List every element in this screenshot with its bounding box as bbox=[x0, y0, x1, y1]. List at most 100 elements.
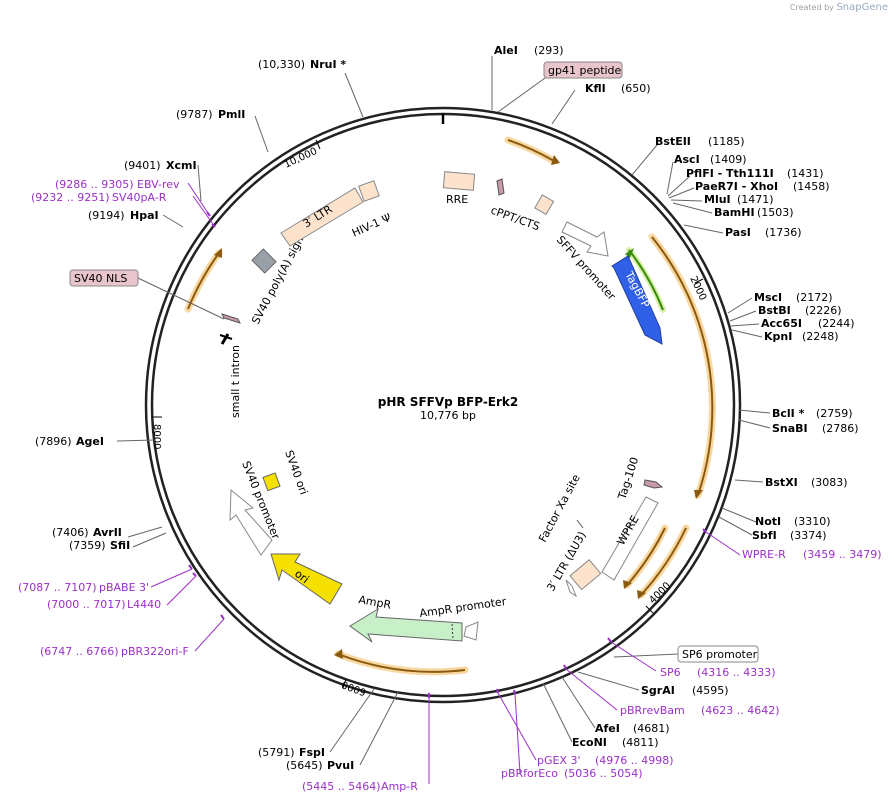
svg-text:(7896): (7896) bbox=[35, 435, 72, 448]
svg-text:MscI: MscI bbox=[754, 291, 782, 304]
svg-text:(4681): (4681) bbox=[633, 722, 670, 735]
svg-text:(293): (293) bbox=[534, 44, 564, 57]
enzyme-AvrII: (7406) AvrII bbox=[52, 526, 122, 539]
svg-text:(5645): (5645) bbox=[286, 759, 323, 772]
tick-label-10000: 10,000 bbox=[283, 146, 319, 171]
svg-text:PflFI - Tth111I: PflFI - Tth111I bbox=[686, 167, 774, 180]
svg-text:(4623 .. 4642): (4623 .. 4642) bbox=[701, 704, 780, 717]
svg-text:BclI *: BclI * bbox=[772, 407, 805, 420]
svg-text:EcoNI: EcoNI bbox=[572, 736, 607, 749]
svg-text:EBV-rev: EBV-rev bbox=[137, 178, 180, 191]
svg-text:(4811): (4811) bbox=[622, 736, 659, 749]
svg-text:PasI: PasI bbox=[725, 226, 751, 239]
svg-text:(5445 .. 5464): (5445 .. 5464) bbox=[302, 780, 381, 793]
svg-text:(9286 .. 9305): (9286 .. 9305) bbox=[55, 178, 134, 191]
svg-text:AfeI: AfeI bbox=[595, 722, 620, 735]
svg-text:(7359): (7359) bbox=[69, 539, 106, 552]
enzyme-EcoNI: EcoNI (4811) bbox=[572, 736, 659, 749]
svg-text:BamHI: BamHI bbox=[714, 206, 755, 219]
svg-text:PmlI: PmlI bbox=[218, 108, 245, 121]
enzyme-PflFI-Tth111I: PflFI - Tth111I (1431) bbox=[686, 167, 824, 180]
enzyme-PvuI: (5645) PvuI bbox=[286, 759, 354, 772]
plasmid-name: pHR SFFVp BFP-Erk2 bbox=[378, 395, 519, 409]
svg-text:(4595): (4595) bbox=[692, 684, 729, 697]
enzyme-BstXI: BstXI (3083) bbox=[765, 476, 848, 489]
tick-6000 bbox=[342, 678, 347, 689]
svg-text:pBR322ori-F: pBR322ori-F bbox=[121, 645, 189, 658]
feature-3ltr-du3: 3′ LTR (ΔU3) bbox=[544, 529, 602, 598]
enzyme-BstBI: BstBI (2226) bbox=[758, 304, 842, 317]
svg-text:BstXI: BstXI bbox=[765, 476, 798, 489]
svg-text:(2226): (2226) bbox=[805, 304, 842, 317]
tick-2000 bbox=[694, 278, 704, 284]
feature-tagbfp: TagBFP bbox=[611, 255, 663, 345]
svg-text:(1736): (1736) bbox=[765, 226, 802, 239]
svg-text:KpnI: KpnI bbox=[764, 330, 792, 343]
enzyme-HpaI: (9194) HpaI bbox=[88, 209, 159, 222]
enzyme-FspI: (5791) FspI bbox=[258, 746, 325, 759]
orf-arcs bbox=[184, 136, 716, 676]
enzyme-XcmI: (9401) XcmI bbox=[124, 159, 197, 172]
svg-text:PaeR7I - XhoI: PaeR7I - XhoI bbox=[695, 180, 778, 193]
svg-text:BstEII: BstEII bbox=[655, 135, 691, 148]
primer-SP6: SP6 (4316 .. 4333) bbox=[660, 666, 776, 679]
svg-text:cPPT/CTS: cPPT/CTS bbox=[489, 204, 542, 234]
svg-text:AmpR: AmpR bbox=[357, 593, 392, 612]
feature-wpre: WPRE bbox=[601, 496, 659, 581]
feature-sv40-nls-mark bbox=[221, 313, 241, 324]
svg-text:(1431): (1431) bbox=[787, 167, 824, 180]
svg-text:gp41 peptide: gp41 peptide bbox=[548, 64, 622, 77]
svg-text:(9232 .. 9251): (9232 .. 9251) bbox=[31, 191, 110, 204]
enzyme-AleI: AleI (293) bbox=[494, 44, 564, 57]
feature-tag100: Tag-100 bbox=[615, 455, 664, 502]
svg-text:AscI: AscI bbox=[674, 153, 700, 166]
svg-text:(1458): (1458) bbox=[793, 180, 830, 193]
svg-text:(1471): (1471) bbox=[737, 193, 774, 206]
svg-text:pBRforEco: pBRforEco bbox=[501, 767, 558, 780]
svg-text:KflI: KflI bbox=[585, 82, 606, 95]
svg-text:RRE: RRE bbox=[446, 193, 468, 206]
svg-text:(7000 .. 7017): (7000 .. 7017) bbox=[47, 598, 126, 611]
enzyme-SbfI: SbfI (3374) bbox=[752, 529, 827, 542]
svg-text:(3083): (3083) bbox=[811, 476, 848, 489]
svg-text:PvuI: PvuI bbox=[327, 759, 354, 772]
svg-text:AleI: AleI bbox=[494, 44, 518, 57]
enzyme-BstEII: BstEII (1185) bbox=[655, 135, 745, 148]
svg-text:AgeI: AgeI bbox=[76, 435, 104, 448]
enzyme-SnaBI: SnaBI (2786) bbox=[772, 422, 859, 435]
enzyme-MluI: MluI (1471) bbox=[704, 193, 774, 206]
svg-text:AmpR promoter: AmpR promoter bbox=[419, 595, 508, 620]
snapgene-credit: Created by SnapGene bbox=[790, 2, 888, 13]
svg-text:(10,330): (10,330) bbox=[258, 58, 305, 71]
enzyme-AgeI: (7896) AgeI bbox=[35, 435, 104, 448]
svg-text:L4440: L4440 bbox=[127, 598, 161, 611]
svg-text:(3459 .. 3479): (3459 .. 3479) bbox=[803, 548, 882, 561]
primer-SV40pA-R: (9232 .. 9251) SV40pA-R bbox=[31, 191, 167, 204]
svg-text:pBABE 3': pBABE 3' bbox=[99, 581, 149, 594]
primer-pBRrevBam: pBRrevBam (4623 .. 4642) bbox=[620, 704, 780, 717]
svg-text:Tag-100: Tag-100 bbox=[615, 455, 641, 501]
svg-text:(3374): (3374) bbox=[790, 529, 827, 542]
tick-4000 bbox=[645, 605, 654, 614]
svg-text:small t intron: small t intron bbox=[229, 345, 242, 418]
svg-text:(3310): (3310) bbox=[794, 515, 831, 528]
svg-text:SV40pA-R: SV40pA-R bbox=[112, 191, 167, 204]
enzyme-PaeR7I-XhoI: PaeR7I - XhoI (1458) bbox=[695, 180, 830, 193]
svg-text:SV40 ori: SV40 ori bbox=[282, 449, 310, 497]
svg-text:SnaBI: SnaBI bbox=[772, 422, 808, 435]
svg-text:(4316 .. 4333): (4316 .. 4333) bbox=[697, 666, 776, 679]
enzyme-PasI: PasI (1736) bbox=[725, 226, 802, 239]
label-gp41-peptide: gp41 peptide bbox=[543, 61, 623, 79]
enzyme-KflI: KflI (650) bbox=[585, 82, 651, 95]
svg-text:SfiI: SfiI bbox=[110, 539, 130, 552]
plasmid-length: 10,776 bp bbox=[420, 409, 476, 422]
leader-lines bbox=[116, 56, 771, 766]
feature-box-small-1 bbox=[534, 194, 555, 216]
enzyme-PmlI: (9787) PmlI bbox=[176, 108, 245, 121]
feature-3ltr: 3′ LTR bbox=[280, 187, 364, 247]
svg-text:(7406): (7406) bbox=[52, 526, 89, 539]
enzyme-MscI: MscI (2172) bbox=[754, 291, 833, 304]
svg-text:(9787): (9787) bbox=[176, 108, 213, 121]
svg-text:(1409): (1409) bbox=[710, 153, 747, 166]
